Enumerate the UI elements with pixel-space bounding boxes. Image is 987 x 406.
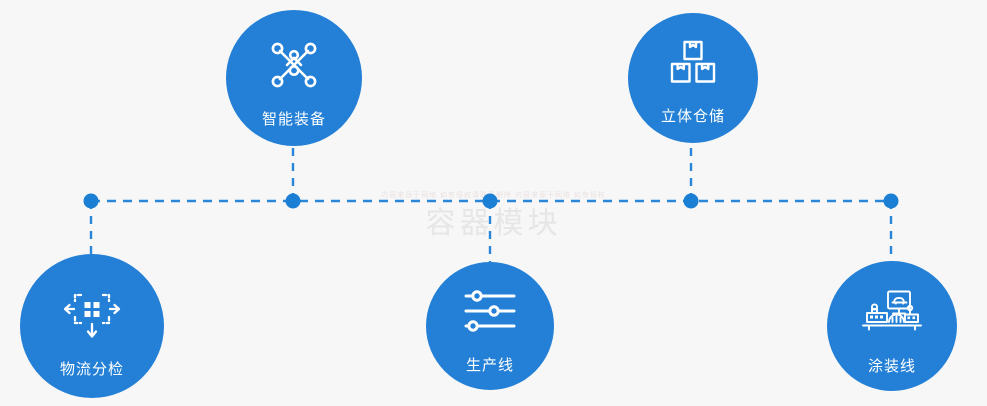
sorting-arrows-icon xyxy=(20,286,164,342)
node-wuliufenjian[interactable] xyxy=(83,193,99,209)
sliders-icon xyxy=(426,288,554,334)
circle-label-wuliufenjian: 物流分检 xyxy=(59,360,124,378)
node-liticangchu[interactable] xyxy=(683,193,699,209)
circle-shengchanxian[interactable]: 生产线 xyxy=(426,262,554,390)
node-tuzhuangxian[interactable] xyxy=(883,193,899,209)
circle-label-tuzhuangxian: 涂装线 xyxy=(867,357,916,375)
circle-liticangchu[interactable]: 立体仓储 xyxy=(628,13,758,143)
stacked-boxes-icon xyxy=(628,39,758,87)
node-shengchanxian[interactable] xyxy=(482,193,498,209)
watermark-text: 容器模块 xyxy=(425,207,562,240)
paint-line-machine-icon xyxy=(827,289,957,335)
circle-label-liticangchu: 立体仓储 xyxy=(660,107,725,125)
circle-label-zhinengzhuangbei: 智能装备 xyxy=(261,110,326,128)
circle-zhinengzhuangbei[interactable]: 智能装备 xyxy=(226,10,362,146)
network-nodes-icon xyxy=(226,38,362,92)
circle-tuzhuangxian[interactable]: 涂装线 xyxy=(827,261,957,391)
circle-wuliufenjian[interactable]: 物流分检 xyxy=(20,254,164,398)
circle-label-shengchanxian: 生产线 xyxy=(465,356,514,374)
node-zhinengzhuangbei[interactable] xyxy=(285,193,301,209)
